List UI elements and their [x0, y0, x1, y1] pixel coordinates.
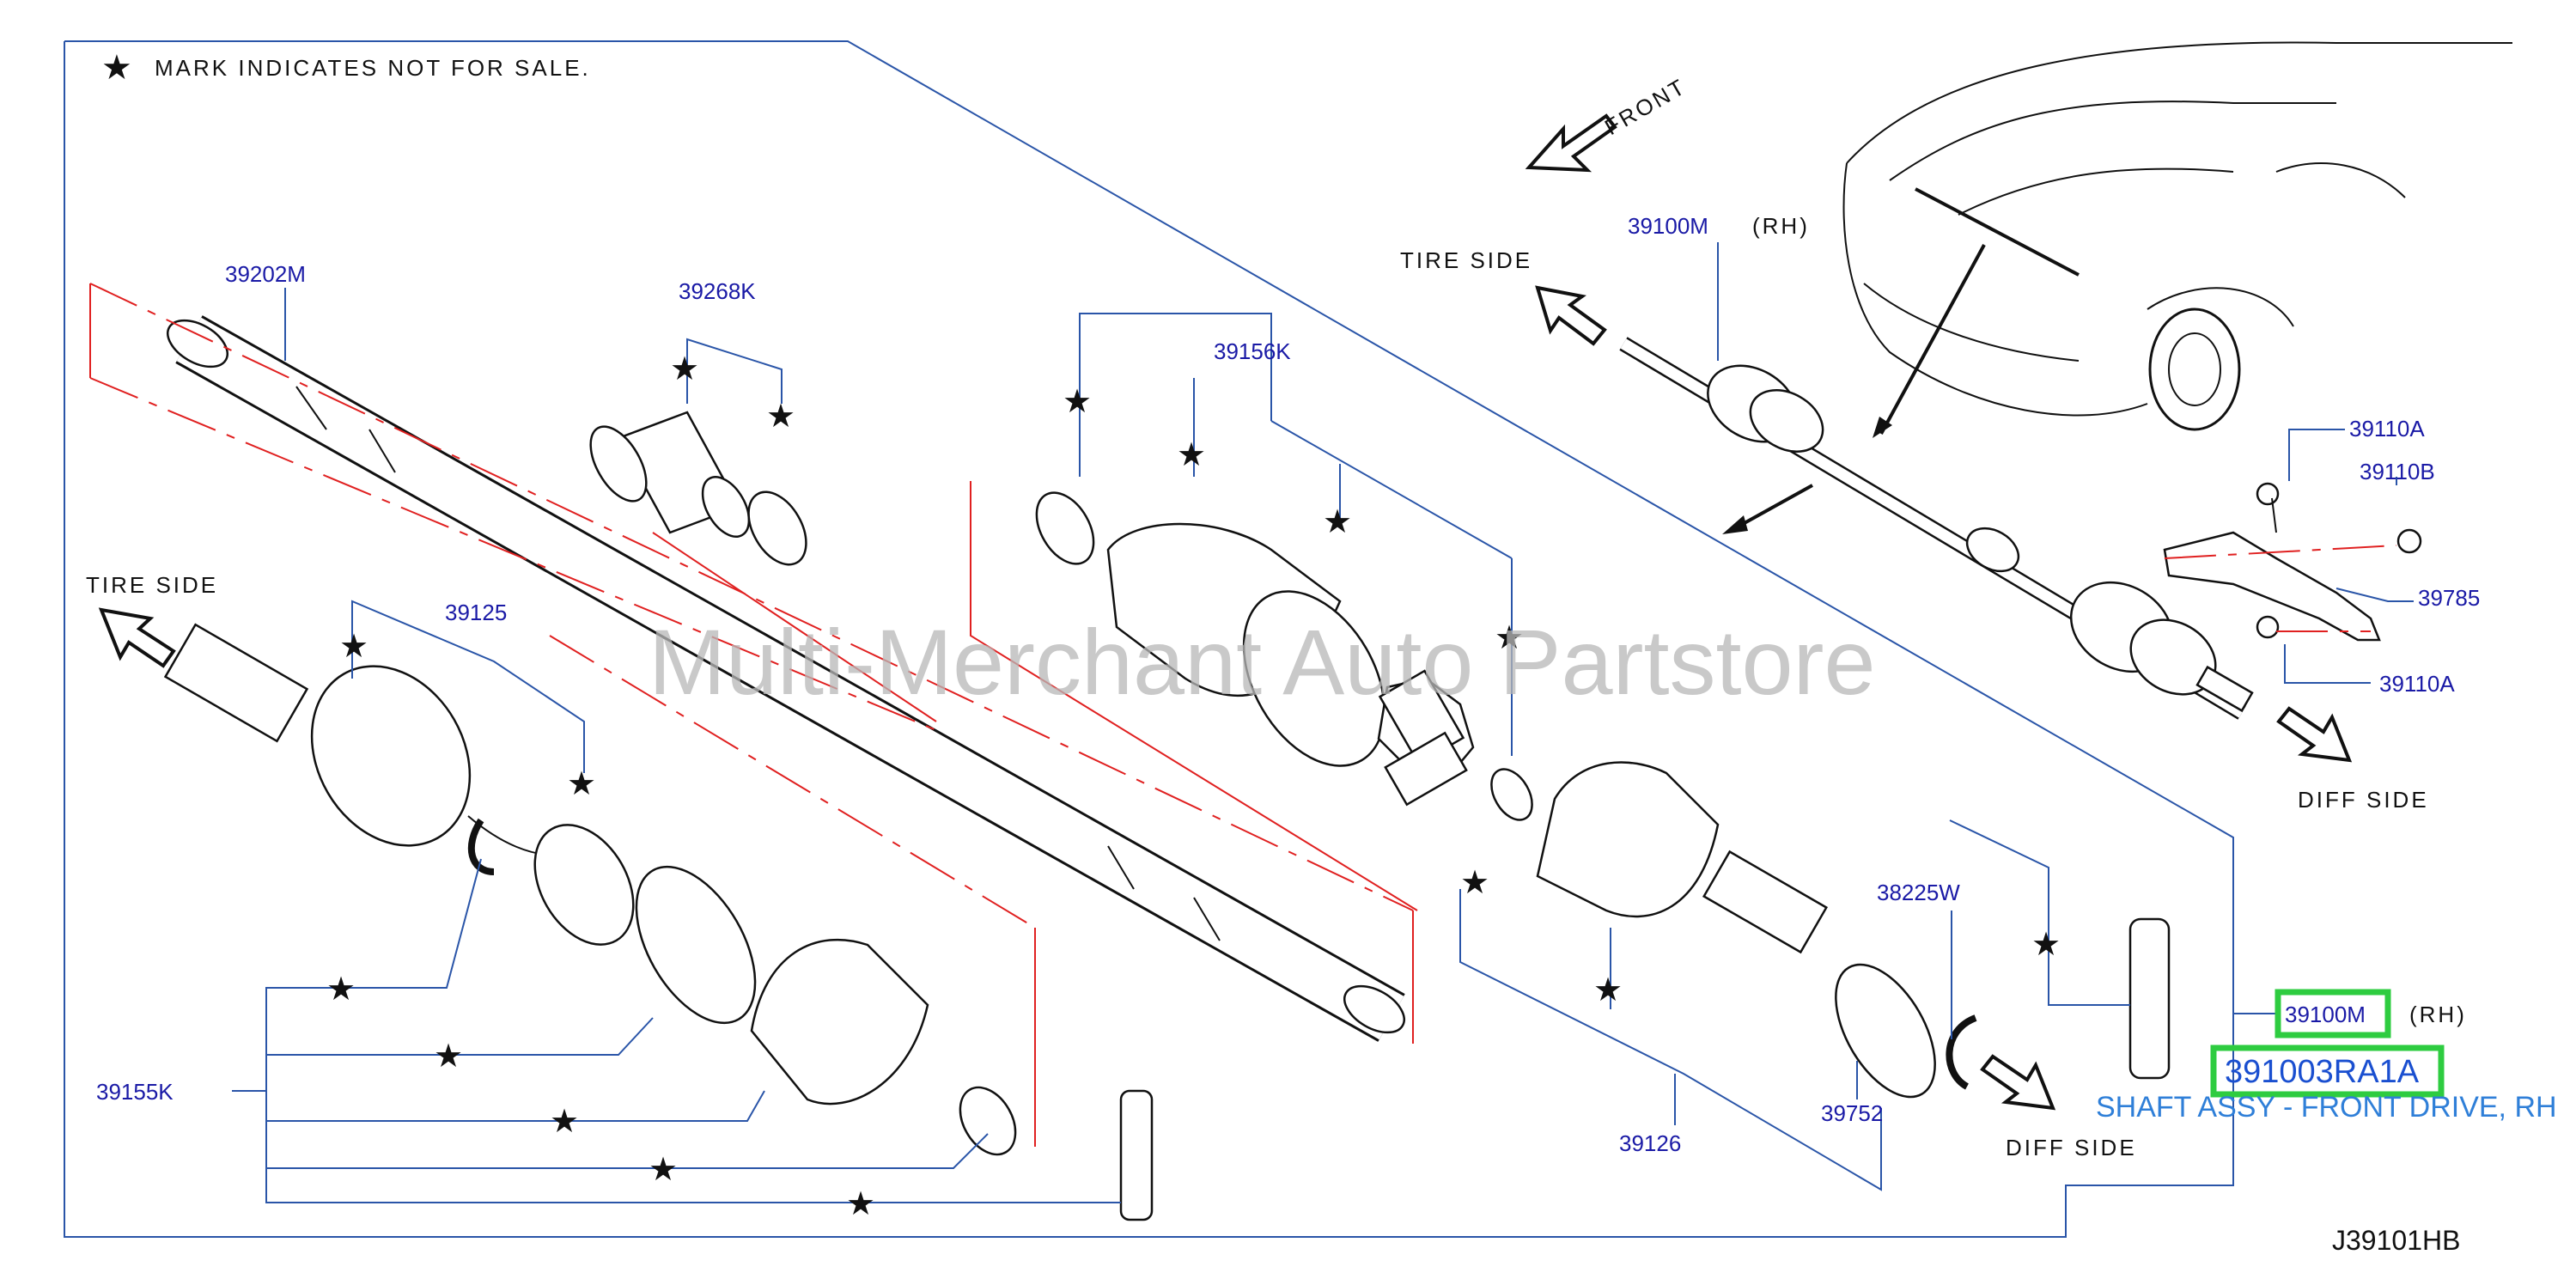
star-39268k-1-icon: ★ [670, 351, 699, 387]
highlight-part-number[interactable]: 391003RA1A [2225, 1054, 2420, 1090]
part-39126-label[interactable]: 39126 [1619, 1130, 1681, 1156]
part-39268k-label[interactable]: 39268K [679, 278, 756, 304]
part-39125-label[interactable]: 39125 [445, 600, 507, 625]
front-label: FRONT [1600, 73, 1691, 140]
diff-side-bottom-arrow-icon [1980, 1054, 2056, 1111]
star-39126-1-icon: ★ [1460, 865, 1489, 901]
diff-side-bottom-label: DIFF SIDE [2006, 1135, 2137, 1160]
part-39155k-label[interactable]: 39155K [96, 1079, 174, 1105]
watermark-text: Multi-Merchant Auto Partstore [649, 610, 1876, 714]
part-39110a-top-label[interactable]: 39110A [2349, 416, 2425, 442]
star-39155k-4-icon: ★ [649, 1152, 678, 1188]
highlight-box-39100m [2275, 989, 2391, 1038]
highlight-box-part-number [2210, 1045, 2445, 1098]
star-39156k-3-icon: ★ [1323, 504, 1352, 540]
rh-highlight-label: (RH) [2409, 1002, 2467, 1027]
star-39156k-4-icon: ★ [1495, 620, 1524, 656]
diff-side-right-arrow-icon [2276, 706, 2353, 763]
star-38225w-icon: ★ [2031, 927, 2061, 963]
star-39155k-1-icon: ★ [326, 971, 356, 1008]
bracket-parts [2163, 482, 2422, 642]
star-39125-1-icon: ★ [339, 629, 368, 665]
tire-side-left-label: TIRE SIDE [86, 572, 218, 598]
star-39156k-2-icon: ★ [1177, 437, 1206, 473]
part-39752-label[interactable]: 39752 [1821, 1100, 1883, 1126]
damper-parts [589, 411, 807, 566]
part-39785-label[interactable]: 39785 [2418, 585, 2480, 611]
star-39268k-2-icon: ★ [766, 399, 795, 435]
vehicle-sketch [1722, 41, 2512, 534]
part-39156k-label[interactable]: 39156K [1214, 338, 1291, 364]
front-arrow: FRONT [1525, 73, 1691, 173]
part-39110b-label[interactable]: 39110B [2360, 459, 2435, 484]
legend-star-icon: ★ [101, 49, 132, 87]
star-39155k-2-icon: ★ [434, 1038, 463, 1075]
tire-side-top-label: TIRE SIDE [1400, 247, 1532, 273]
diagram-code: J39101HB [2332, 1225, 2460, 1256]
inner-joint-parts [1378, 669, 2171, 1099]
diff-side-right-label: DIFF SIDE [2298, 787, 2429, 813]
part-39110a-bottom-label[interactable]: 39110A [2379, 671, 2455, 697]
tire-side-left-arrow-icon [98, 607, 176, 668]
star-39155k-5-icon: ★ [846, 1186, 875, 1222]
tire-side-top-arrow-icon [1535, 285, 1607, 346]
legend: ★ MARK INDICATES NOT FOR SALE. [101, 49, 591, 87]
diagram-frame [64, 40, 2234, 1238]
front-arrow-icon [1525, 113, 1617, 173]
drive-shaft-assembly-rh [1619, 337, 2254, 720]
part-38225w-label[interactable]: 38225W [1877, 880, 1960, 905]
star-39156k-1-icon: ★ [1063, 384, 1092, 420]
part-39100m-highlight-label[interactable]: 39100M [2285, 1002, 2366, 1027]
intermediate-shaft [167, 315, 1405, 1042]
part-39100m-top-label[interactable]: 39100M [1628, 213, 1708, 239]
star-39155k-3-icon: ★ [550, 1104, 579, 1140]
rh-top-label: (RH) [1752, 213, 1810, 239]
star-39125-2-icon: ★ [567, 766, 596, 802]
legend-text: MARK INDICATES NOT FOR SALE. [155, 55, 591, 81]
highlight-description: SHAFT ASSY - FRONT DRIVE, RH [2096, 1091, 2557, 1124]
star-39126-2-icon: ★ [1593, 972, 1623, 1008]
part-39202m-label[interactable]: 39202M [225, 261, 306, 287]
outer-joint-parts [163, 623, 1154, 1221]
